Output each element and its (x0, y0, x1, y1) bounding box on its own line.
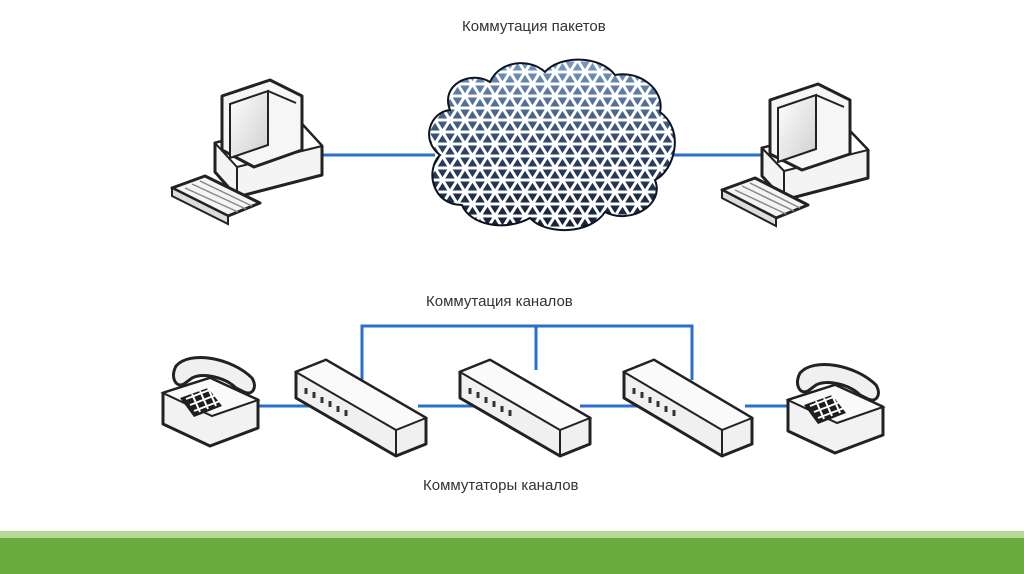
packet-switching-label: Коммутация пакетов (462, 18, 606, 35)
network-cloud-icon (428, 58, 676, 231)
circuit-path-bracket (360, 324, 694, 380)
telephone-icon (160, 356, 261, 448)
footer-bar (0, 538, 1024, 574)
switch-icon (457, 358, 593, 458)
circuit-switches-label: Коммутаторы каналов (423, 477, 579, 494)
switch-icon (621, 358, 755, 458)
circuit-switching-label: Коммутация каналов (426, 293, 573, 310)
desktop-computer-icon (170, 78, 324, 226)
switch-icon (293, 358, 429, 458)
desktop-computer-icon (720, 82, 870, 228)
telephone-icon (785, 363, 886, 455)
footer-accent-line (0, 531, 1024, 538)
